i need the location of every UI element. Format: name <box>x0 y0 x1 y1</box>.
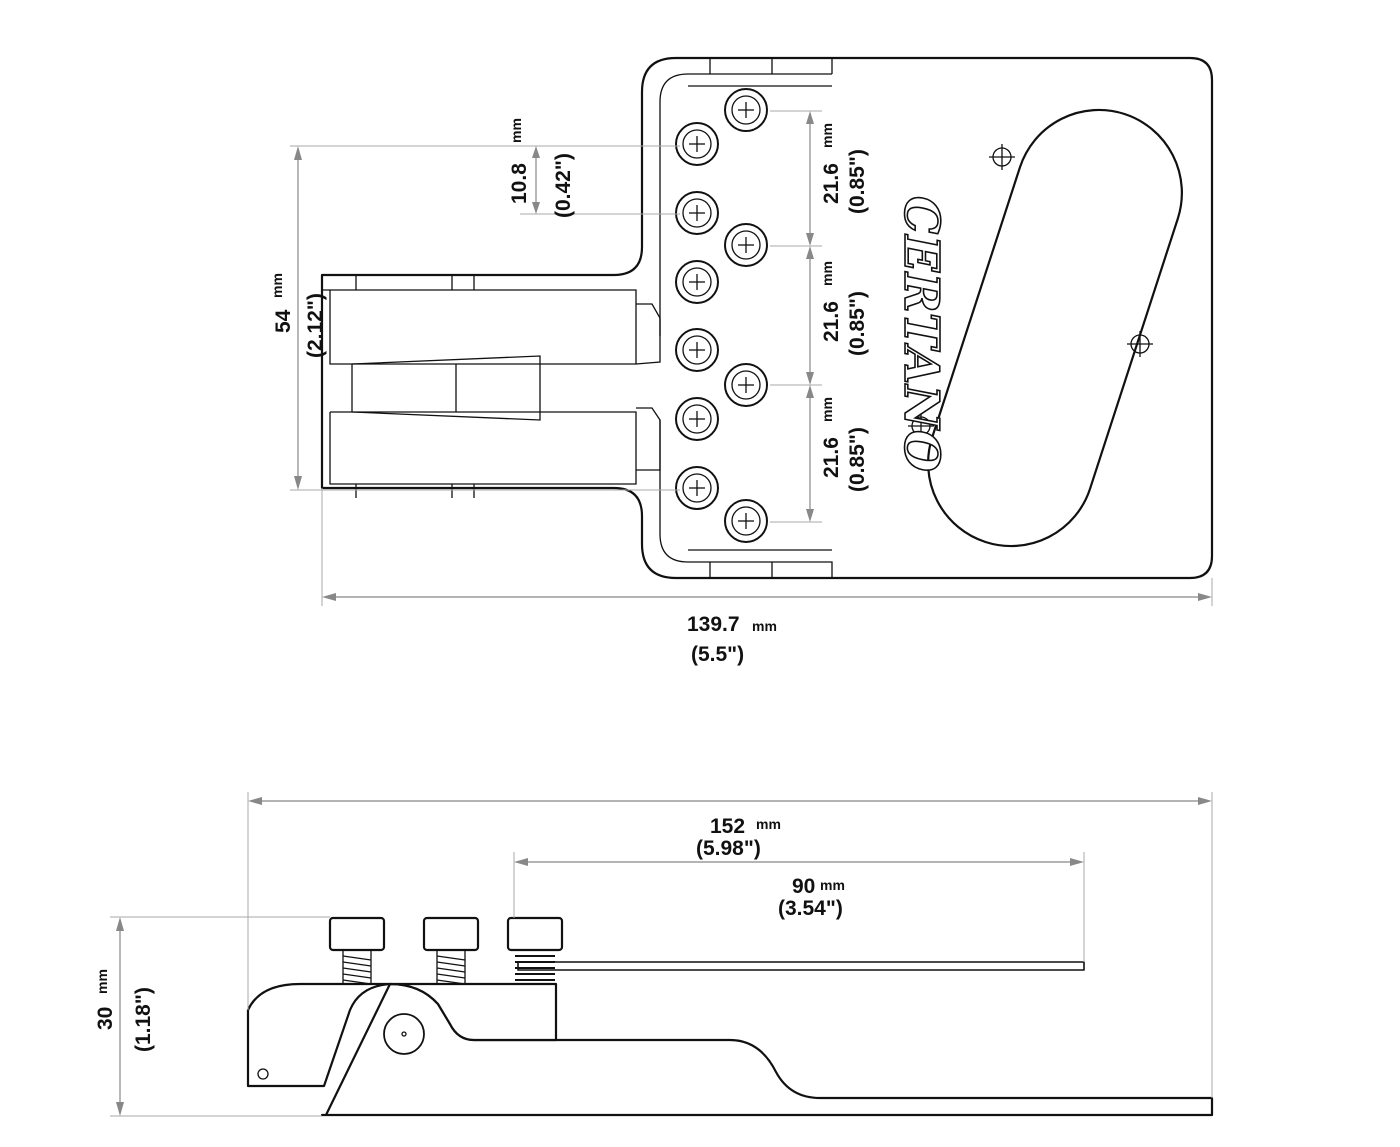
dim-width-line <box>321 488 1213 606</box>
pickup-cavity <box>927 108 1183 548</box>
dim-height-unit: mm <box>269 273 285 298</box>
dim-width-value: 139.7 <box>687 613 740 636</box>
dim-screw-pitch-3-inch: (0.85") <box>846 427 869 492</box>
dim-length-value: 152 <box>710 815 745 838</box>
dim-plate-inch: (3.54") <box>778 897 843 920</box>
dim-plate-unit: mm <box>820 877 845 893</box>
dim-plate-value: 90 <box>792 875 815 898</box>
bridge-plate-outline <box>320 56 1214 580</box>
pivot-icon <box>383 1013 425 1055</box>
side-screw-head-icon <box>422 916 480 952</box>
dim-length-inch: (5.98") <box>696 837 761 860</box>
dim-screw-pitch-2-value: 21.6 <box>820 301 843 342</box>
side-screw-thread-icon <box>436 949 466 985</box>
side-string-plate <box>517 961 1085 971</box>
side-screw-head-icon <box>328 916 386 952</box>
dim-string-spacing-value: 10.8 <box>508 163 531 204</box>
dim-side-height-line <box>110 916 330 1117</box>
side-view: 152 mm (5.98") 90 mm (3.54") 30 mm (1.18… <box>94 792 1214 1117</box>
brand-logo: CERTANO <box>893 196 949 473</box>
dim-screw-pitch-2-unit: mm <box>819 261 835 286</box>
side-screws <box>328 916 564 985</box>
dim-height-inch: (2.12") <box>304 293 327 358</box>
dim-side-height-value: 30 <box>94 1007 117 1030</box>
dim-string-spacing-unit: mm <box>508 118 524 143</box>
inner-frame <box>659 58 833 578</box>
dim-length-unit: mm <box>756 816 781 832</box>
dim-length-line <box>247 792 1213 1098</box>
side-screw-thread-icon <box>342 949 372 985</box>
dim-side-height-inch: (1.18") <box>132 987 155 1052</box>
dim-side-height-unit: mm <box>94 969 110 994</box>
dim-width-unit: mm <box>752 618 777 634</box>
dim-plate-line <box>513 852 1085 962</box>
dim-screw-pitch-line <box>770 110 822 523</box>
dim-string-spacing-inch: (0.42") <box>552 153 575 218</box>
dim-screw-pitch-1-value: 21.6 <box>820 163 843 204</box>
pivot-center-icon <box>401 1031 407 1037</box>
dim-screw-pitch-3-unit: mm <box>819 397 835 422</box>
dim-width-inch: (5.5") <box>691 643 744 666</box>
top-view: CERTANO 139.7 mm (5.5") 54 mm (2.12") <box>269 56 1214 666</box>
dim-screw-pitch-3-value: 21.6 <box>820 437 843 478</box>
side-saddle-block <box>246 982 558 1088</box>
dim-string-spacing-line <box>520 145 680 215</box>
side-screw-head-icon <box>506 916 564 952</box>
dim-screw-pitch-1-inch: (0.85") <box>846 149 869 214</box>
dim-screw-pitch-2-inch: (0.85") <box>846 291 869 356</box>
small-hole-icon <box>257 1068 269 1080</box>
dim-screw-pitch-1-unit: mm <box>819 123 835 148</box>
saddle-arm-slot <box>322 275 661 498</box>
dim-height-value: 54 <box>272 309 295 333</box>
